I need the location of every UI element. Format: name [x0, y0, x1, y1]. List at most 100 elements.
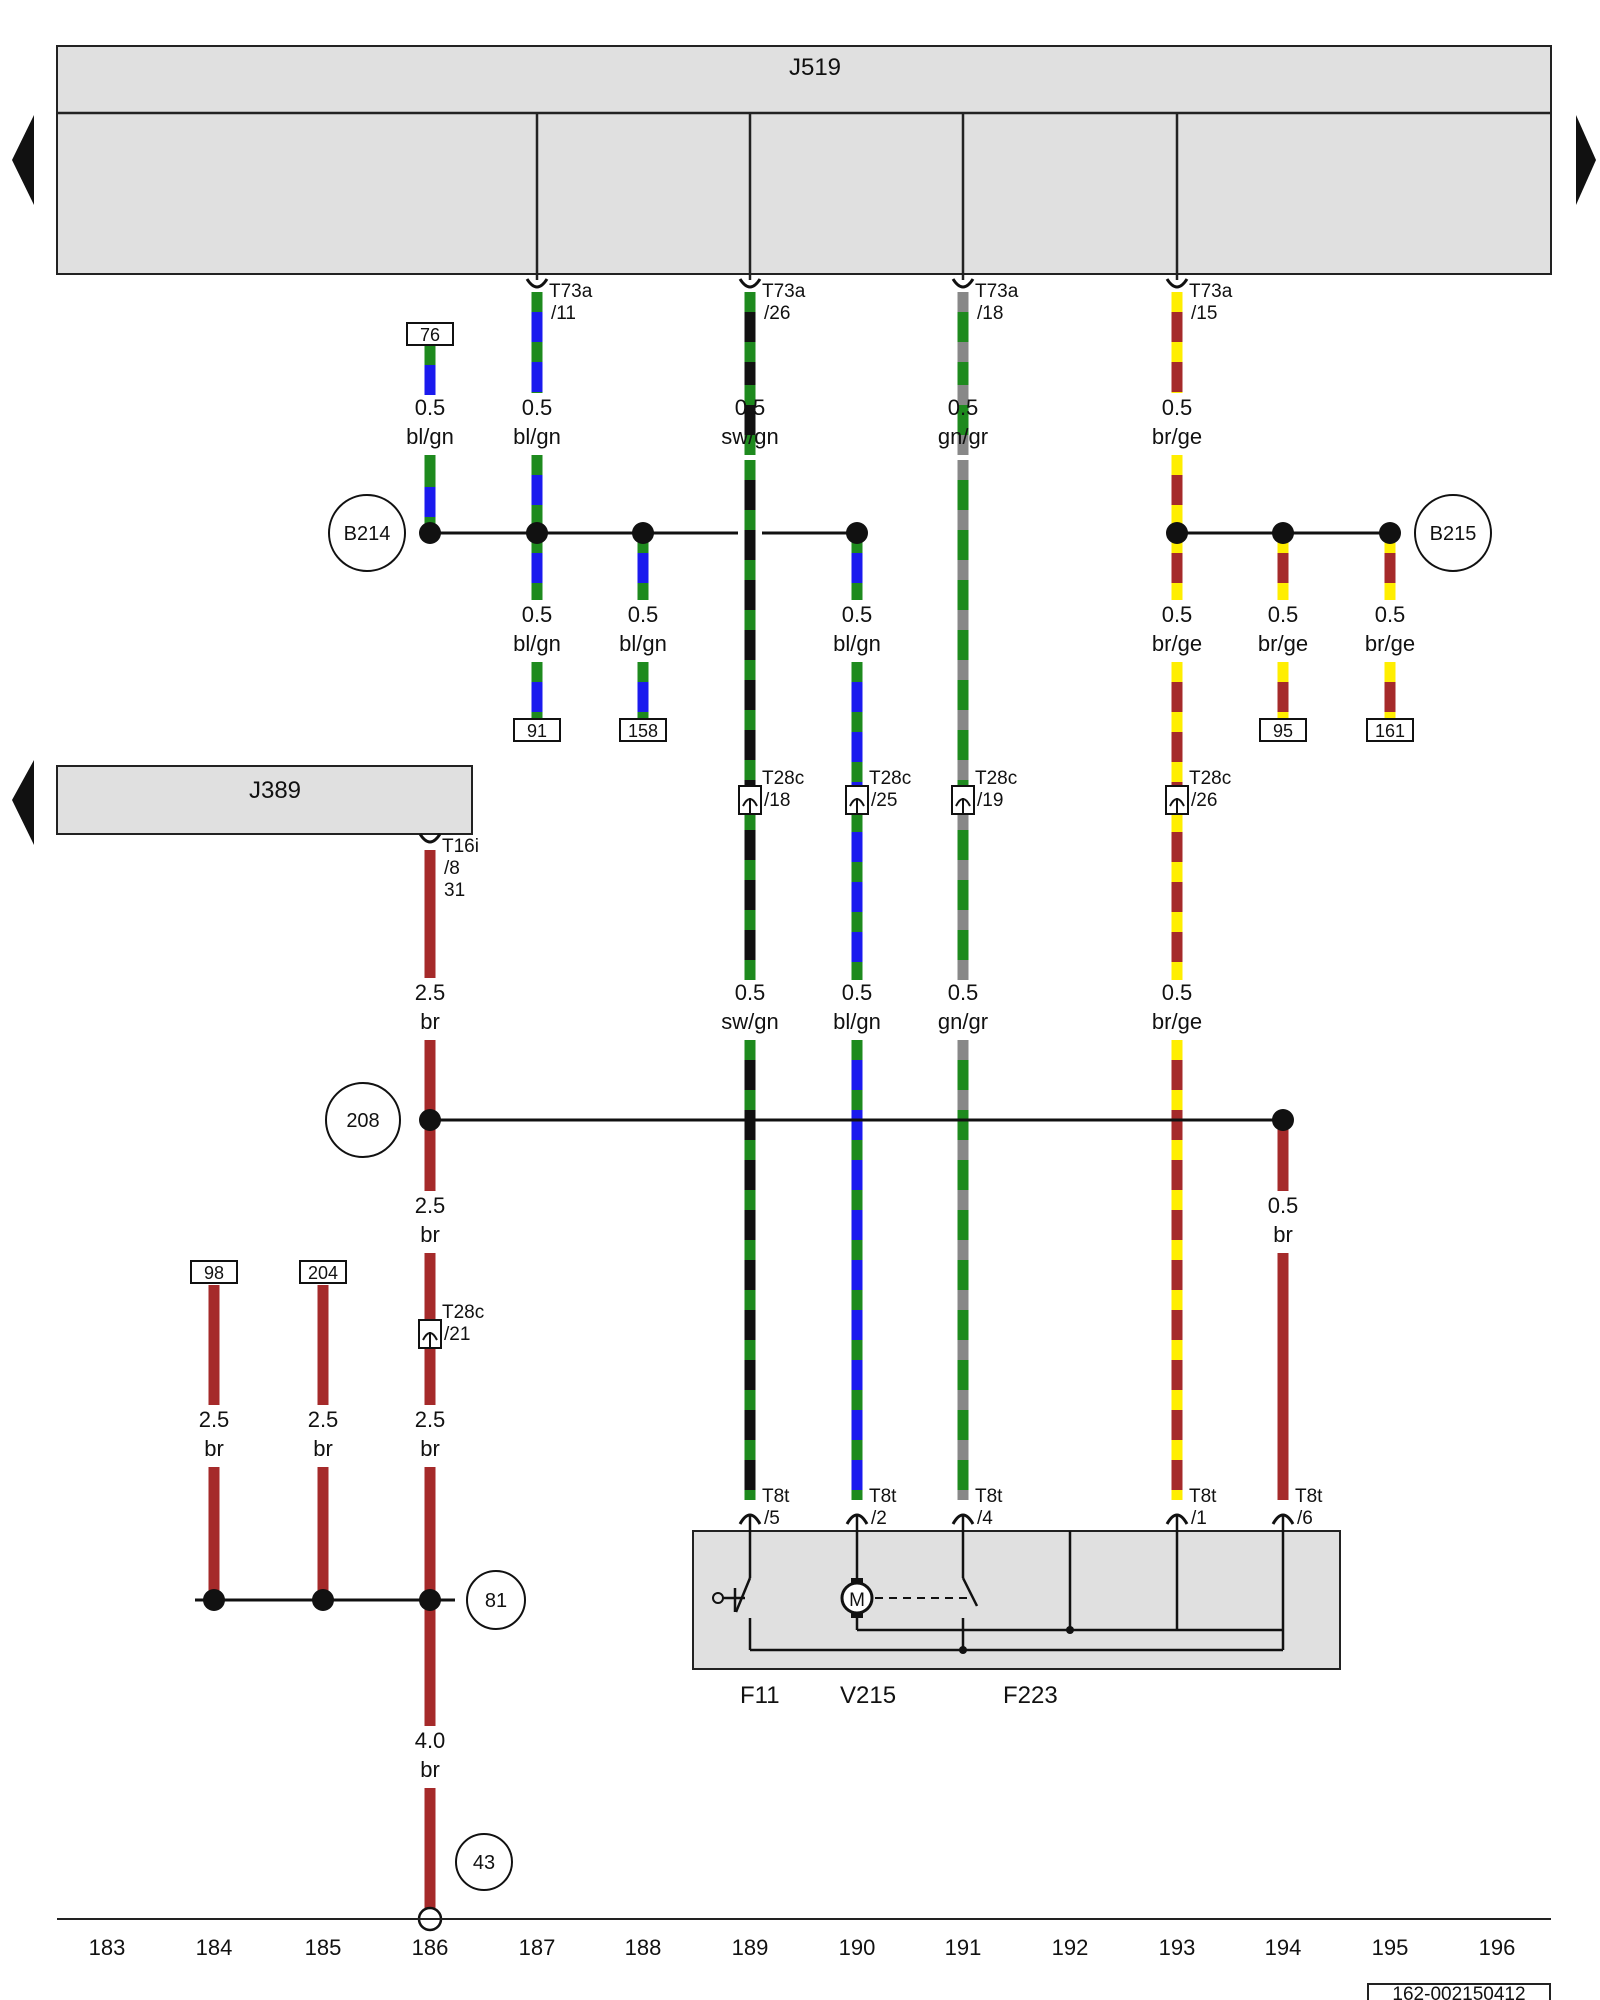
- splice-dot[interactable]: [526, 522, 548, 544]
- reference-box-98[interactable]: 98: [190, 1260, 238, 1284]
- wire-label-w190c: 0.5bl/gn: [833, 980, 881, 1034]
- connector-pin-number: /2: [871, 1508, 887, 1529]
- reference-box-95[interactable]: 95: [1259, 718, 1307, 742]
- splice-dot[interactable]: [1272, 1109, 1294, 1131]
- connector-pin-number: /18: [977, 303, 1003, 324]
- connector-pin-box[interactable]: [951, 785, 975, 815]
- wire-label-w193c: 0.5br/ge: [1152, 980, 1202, 1034]
- reference-box-frame: [406, 322, 454, 346]
- pin-arc: [1271, 1513, 1295, 1525]
- connector-pin-number: /4: [977, 1508, 993, 1529]
- reference-box-204[interactable]: 204: [299, 1260, 347, 1284]
- connector-name: T8t: [1189, 1486, 1217, 1507]
- connector-pin-up[interactable]: [845, 1513, 869, 1525]
- connector-label-f193: T8t/1: [1189, 1486, 1217, 1529]
- connector-pin-down[interactable]: [951, 278, 975, 289]
- connector-pin-box[interactable]: [418, 1319, 442, 1349]
- connector-pin-box[interactable]: [845, 785, 869, 815]
- reference-box-frame: [190, 1260, 238, 1284]
- splice-dot[interactable]: [846, 522, 868, 544]
- connector-pin-up[interactable]: [1271, 1513, 1295, 1525]
- switch-f11-blade: [734, 1577, 752, 1613]
- connector-pin-number: /19: [977, 790, 1003, 811]
- connector-name: T16i: [442, 836, 479, 857]
- connector-pin-down[interactable]: [525, 278, 549, 289]
- pin-arc: [418, 833, 442, 844]
- pin-arc: [1165, 278, 1189, 289]
- wire-size: 2.5: [415, 980, 446, 1005]
- reference-box-161[interactable]: 161: [1366, 718, 1414, 742]
- wire-color-code: br/ge: [1152, 631, 1202, 656]
- wire-size: 0.5: [1162, 602, 1193, 627]
- column-number: 187: [519, 1935, 556, 1960]
- connector-label-c187: T73a/11: [549, 281, 593, 324]
- ground-point-circle: [455, 1833, 513, 1891]
- wire-label-w194d: 0.5br: [1268, 1193, 1299, 1247]
- connector-pin-down[interactable]: [1165, 278, 1189, 289]
- ground-point-circle: [328, 494, 406, 572]
- motor-brush: [851, 1612, 863, 1618]
- control-unit-label: J519: [789, 54, 841, 81]
- page-next-arrow[interactable]: [1576, 115, 1596, 205]
- reference-box-frame: [1366, 718, 1414, 742]
- pin-arc: [525, 278, 549, 289]
- ground-point-circle: [1414, 494, 1492, 572]
- pin-arc: [738, 1513, 762, 1525]
- control-unit-j519[interactable]: J519: [56, 45, 1552, 275]
- reference-box-76[interactable]: 76: [406, 322, 454, 346]
- ground-point-81[interactable]: 81: [466, 1570, 526, 1630]
- pin-arc: [951, 1513, 975, 1525]
- wire-color-code: br/ge: [1258, 631, 1308, 656]
- wire-size: 0.5: [948, 395, 979, 420]
- wire-label-w189c: 0.5sw/gn: [721, 980, 778, 1034]
- page-prev-arrow-lower[interactable]: [12, 760, 34, 845]
- splice-dot[interactable]: [419, 1589, 441, 1611]
- connector-pin-up[interactable]: [738, 1513, 762, 1525]
- connector-label-f190: T8t/2: [869, 1486, 897, 1529]
- wire-label-w194b: 0.5br/ge: [1258, 602, 1308, 656]
- column-number: 186: [412, 1935, 449, 1960]
- component-housing: [692, 1530, 1341, 1670]
- page-prev-arrow[interactable]: [12, 115, 34, 205]
- connector-label-c193: T73a/15: [1189, 281, 1233, 324]
- connector-pin-up[interactable]: [1165, 1513, 1189, 1525]
- column-number: 194: [1265, 1935, 1302, 1960]
- splice-dot[interactable]: [312, 1589, 334, 1611]
- connector-label-f189: T8t/5: [762, 1486, 790, 1529]
- connector-label-c191: T73a/18: [975, 281, 1019, 324]
- ground-point-b215[interactable]: B215: [1414, 494, 1492, 572]
- wire-label-w185e: 2.5br: [308, 1407, 339, 1461]
- wire-color-code: bl/gn: [513, 424, 561, 449]
- splice-dot[interactable]: [632, 522, 654, 544]
- wire-color-code: br: [313, 1436, 333, 1461]
- connector-pin-down[interactable]: [418, 833, 442, 844]
- wire-label-w186e: 2.5br: [415, 1407, 446, 1461]
- wire-label-w188b: 0.5bl/gn: [619, 602, 667, 656]
- wire-label-w191a: 0.5gn/gr: [938, 395, 988, 449]
- connector-pin-number: /1: [1191, 1508, 1207, 1529]
- wire-color-code: br: [420, 1436, 440, 1461]
- splice-dot[interactable]: [1379, 522, 1401, 544]
- splice-dot[interactable]: [419, 1109, 441, 1131]
- control-unit-j389[interactable]: J389: [56, 765, 473, 835]
- connector-pin-down[interactable]: [738, 278, 762, 289]
- component-label-f223: F223: [1003, 1682, 1058, 1709]
- column-number: 185: [305, 1935, 342, 1960]
- ground-point-b214[interactable]: B214: [328, 494, 406, 572]
- connector-pin-number: /26: [1191, 790, 1217, 811]
- splice-dot[interactable]: [419, 522, 441, 544]
- splice-dot[interactable]: [203, 1589, 225, 1611]
- component-label-f11: F11: [740, 1682, 780, 1709]
- connector-pin-number: /15: [1191, 303, 1217, 324]
- connector-pin-up[interactable]: [951, 1513, 975, 1525]
- splice-dot[interactable]: [1272, 522, 1294, 544]
- wire-color-code: sw/gn: [721, 424, 778, 449]
- connector-name: T73a: [549, 281, 593, 302]
- splice-dot[interactable]: [1166, 522, 1188, 544]
- ground-point-43[interactable]: 43: [455, 1833, 513, 1891]
- reference-box-158[interactable]: 158: [619, 718, 667, 742]
- reference-box-91[interactable]: 91: [513, 718, 561, 742]
- connector-pin-box[interactable]: [1165, 785, 1189, 815]
- ground-point-208[interactable]: 208: [325, 1082, 401, 1158]
- connector-pin-box[interactable]: [738, 785, 762, 815]
